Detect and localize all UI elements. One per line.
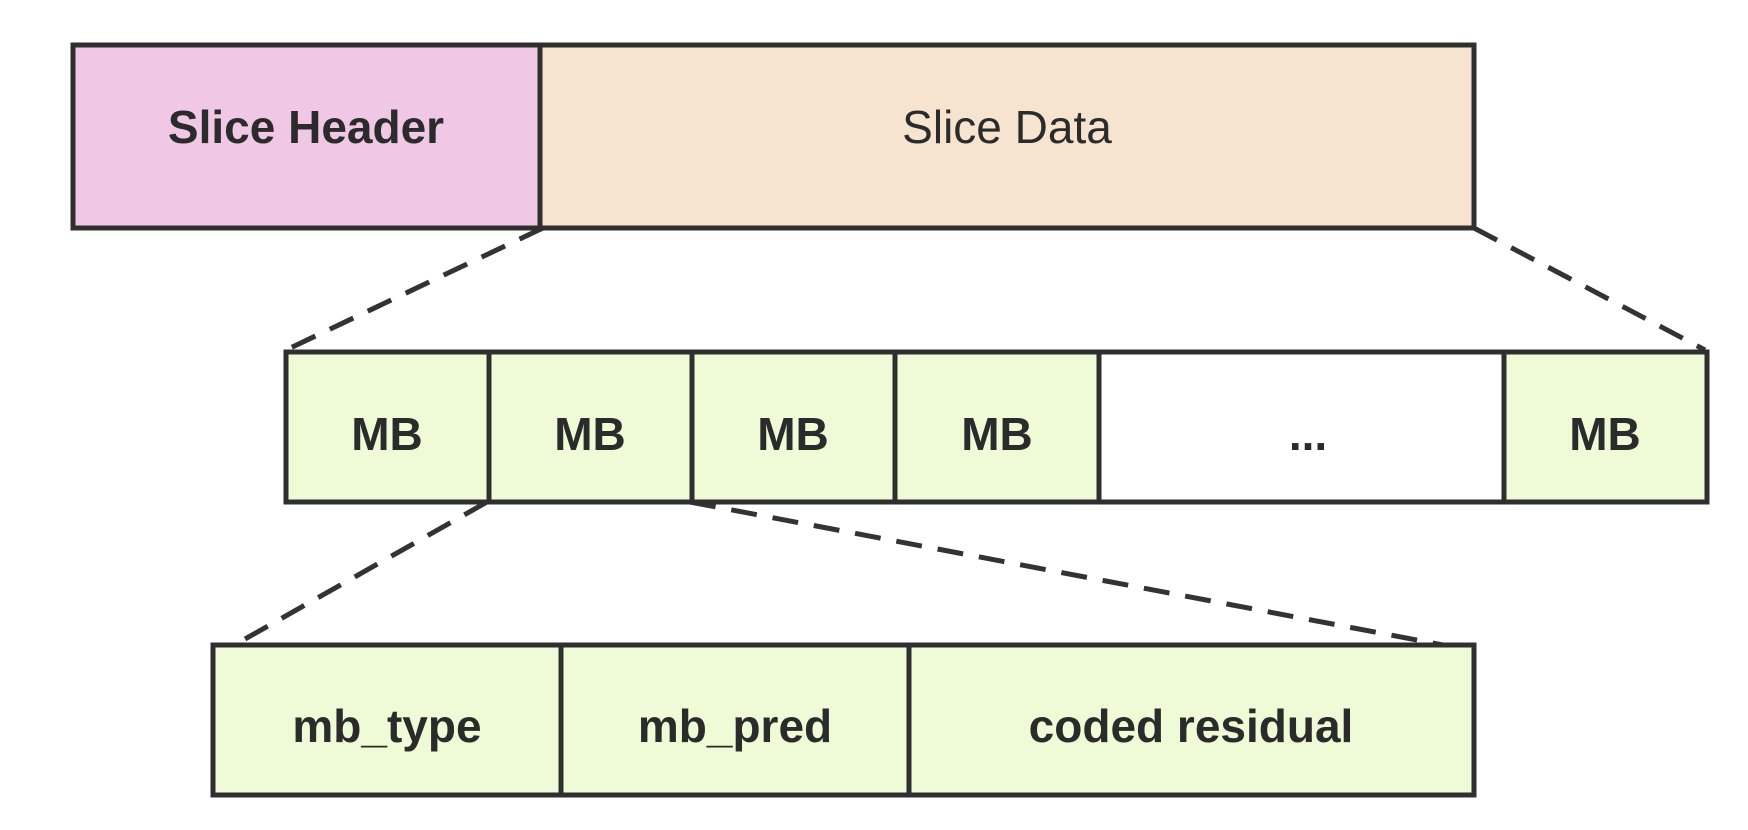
slice-header-box <box>70 42 543 231</box>
field-mb-type <box>210 642 564 798</box>
mb-cell-2-label: MB <box>554 408 626 460</box>
field-coded-residual <box>906 642 1477 798</box>
mb-ellipsis-label: ... <box>1289 408 1327 460</box>
macroblock-row: MB MB MB MB ... MB <box>283 349 1710 505</box>
slice-data-box <box>537 42 1477 231</box>
mb-cell-last-label: MB <box>1569 408 1641 460</box>
mb-cell-4 <box>892 349 1102 505</box>
field-mb-pred-label: mb_pred <box>638 700 832 752</box>
mb-ellipsis-cell <box>1096 349 1507 505</box>
macroblock-fields-row: mb_type mb_pred coded residual <box>210 642 1477 798</box>
field-mb-type-label: mb_type <box>292 700 481 752</box>
mb-cell-1 <box>283 349 492 505</box>
mb-cell-4-label: MB <box>961 408 1033 460</box>
mb-cell-3-label: MB <box>757 408 829 460</box>
connector-slice-data-left <box>284 225 545 353</box>
connectors <box>236 225 1707 648</box>
slice-data-label: Slice Data <box>902 101 1112 153</box>
connector-slice-data-right <box>1472 225 1707 353</box>
mb-cell-2 <box>486 349 695 505</box>
slice-row: Slice Header Slice Data <box>70 42 1477 231</box>
mb-cell-last <box>1501 349 1710 505</box>
mb-cell-3 <box>689 349 898 505</box>
connector-mb-right <box>689 499 1444 648</box>
connector-mb-left <box>236 499 489 646</box>
field-coded-residual-label: coded residual <box>1029 700 1354 752</box>
slice-header-label: Slice Header <box>168 101 444 153</box>
mb-cell-1-label: MB <box>351 408 423 460</box>
